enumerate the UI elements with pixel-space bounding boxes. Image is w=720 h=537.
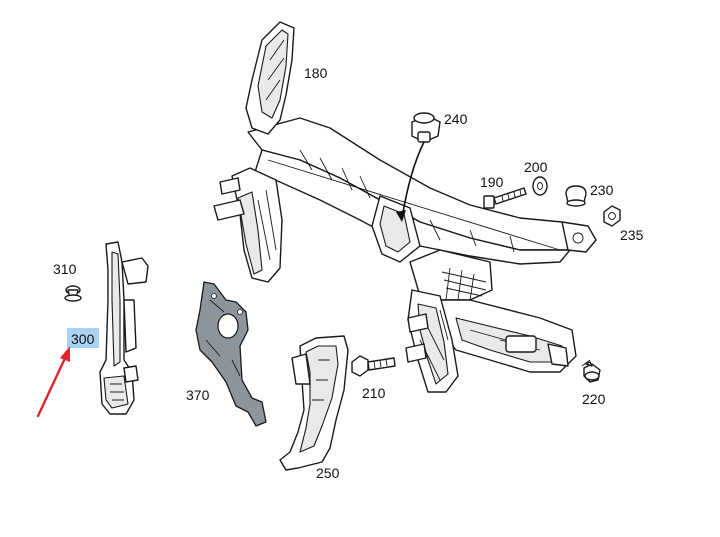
callout-210: 210: [362, 385, 386, 401]
plate-370: [195, 281, 267, 427]
washer-200: [532, 176, 548, 196]
callout-180: 180: [304, 65, 328, 81]
callout-300: 300: [71, 331, 95, 347]
callout-240: 240: [444, 111, 468, 127]
buffer-230: [565, 185, 587, 207]
callout-230: 230: [590, 182, 614, 198]
bolt-190: [483, 187, 527, 209]
callout-250: 250: [316, 465, 340, 481]
callout-190: 190: [480, 174, 504, 190]
front-carrier-frame: [213, 21, 597, 393]
callout-200: 200: [524, 159, 548, 175]
callout-310: 310: [53, 261, 77, 277]
red-arrow-indicator: [36, 346, 70, 418]
nut-235: [603, 205, 621, 227]
callout-370: 370: [186, 387, 210, 403]
callout-220: 220: [582, 391, 606, 407]
callout-300-highlight: [67, 328, 99, 348]
callout-235: 235: [620, 227, 644, 243]
bolt-210: [351, 355, 396, 377]
clip-310: [64, 285, 82, 302]
sensor-240: [396, 112, 441, 222]
screw-220: [581, 359, 601, 383]
support-bracket-300: [99, 241, 149, 415]
air-guide-250: [279, 335, 349, 471]
